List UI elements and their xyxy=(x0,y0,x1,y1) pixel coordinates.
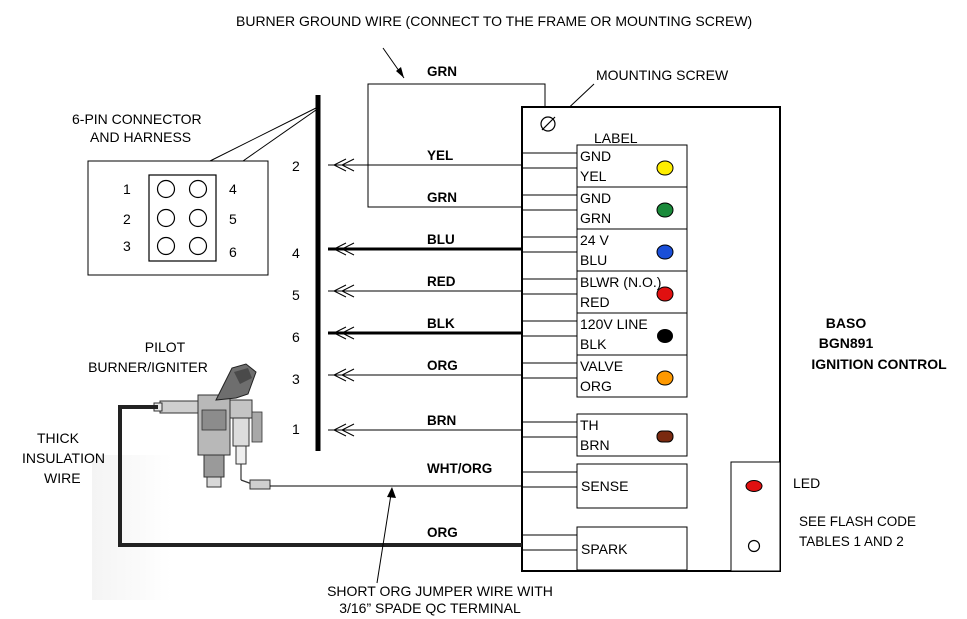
connector-callout: 1 2 3 4 5 6 xyxy=(87,107,317,276)
terminal-label-line1: 120V LINE xyxy=(580,316,648,332)
insulation-label-line3: WIRE xyxy=(44,470,81,486)
jumper-pointer xyxy=(376,487,396,584)
harness-chevrons xyxy=(332,158,355,437)
pin-hole xyxy=(156,179,176,199)
pin-hole xyxy=(188,236,208,256)
harness-chevron xyxy=(332,326,347,340)
pilot-label-line2: BURNER/IGNITER xyxy=(88,359,208,375)
terminal-label-line2: BRN xyxy=(580,437,610,453)
pin-number: 4 xyxy=(229,181,237,197)
wire-grn-ground xyxy=(367,83,546,208)
wire-group xyxy=(328,83,546,431)
terminal-label-line2: YEL xyxy=(580,168,607,184)
wire-label-brn: BRN xyxy=(427,413,456,428)
mounting-screw-label: MOUNTING SCREW xyxy=(596,67,729,83)
flash-code-note-line2: TABLES 1 AND 2 xyxy=(799,534,904,549)
terminal-label-line1: VALVE xyxy=(580,358,623,374)
harness-chevron xyxy=(332,158,347,172)
harness-pin-number: 4 xyxy=(292,245,300,261)
label-header: LABEL xyxy=(594,130,638,146)
mounting-screw-icon xyxy=(540,116,556,132)
jumper-note-line1: SHORT ORG JUMPER WIRE WITH xyxy=(327,583,553,599)
thick-insulation-wire xyxy=(118,405,522,547)
harness-chevron xyxy=(340,284,355,298)
insulation-label-line2: INSULATION xyxy=(22,450,105,466)
led-off-icon xyxy=(747,539,761,553)
terminal-label-line1: GND xyxy=(580,190,611,206)
led-label: LED xyxy=(793,475,820,491)
harness-chevron xyxy=(340,423,355,437)
harness-pin-number: 5 xyxy=(292,287,300,303)
terminal-label-line2: BLU xyxy=(580,252,607,268)
connector-title-line1: 6-PIN CONNECTOR xyxy=(72,111,202,127)
spark-label: SPARK xyxy=(581,541,628,557)
control-name-line1: BASO xyxy=(826,315,867,331)
terminal-color-dot xyxy=(656,202,674,218)
control-name-line2: BGN891 xyxy=(819,335,874,351)
harness-chevron xyxy=(340,158,355,172)
terminal-label-line2: GRN xyxy=(580,210,611,226)
pilot-label-line1: PILOT xyxy=(145,339,186,355)
harness-chevron xyxy=(332,368,347,382)
pin-hole xyxy=(188,179,208,199)
insulation-label-line1: THICK xyxy=(37,430,80,446)
terminal-label-line1: 24 V xyxy=(580,232,609,248)
pin-number: 3 xyxy=(123,238,131,254)
terminal-label-line1: BLWR (N.O.) xyxy=(580,274,661,290)
wire-label-blu: BLU xyxy=(427,232,455,247)
pilot-burner-igniter-icon xyxy=(153,363,271,490)
harness-chevron xyxy=(332,284,347,298)
pin-hole xyxy=(156,208,176,228)
harness-pin-number: 1 xyxy=(292,421,300,437)
led-panel xyxy=(730,461,781,572)
control-name-line3: IGNITION CONTROL xyxy=(811,356,947,372)
terminal-color-dot xyxy=(656,244,674,260)
pin-hole xyxy=(156,236,176,256)
jumper-note-line2: 3/16” SPADE QC TERMINAL xyxy=(339,600,521,616)
terminal-color-dot xyxy=(656,160,674,176)
terminal-color-dot xyxy=(656,370,674,386)
harness-pin-number: 3 xyxy=(292,371,300,387)
pin-number: 6 xyxy=(229,244,237,260)
terminal-color-dot xyxy=(656,430,674,443)
terminal-color-dot xyxy=(656,286,674,302)
harness-chevron xyxy=(332,242,347,256)
wire-label-red: RED xyxy=(427,274,456,289)
wire-label-wht-org: WHT/ORG xyxy=(427,461,492,476)
burner-ground-note: BURNER GROUND WIRE (CONNECT TO THE FRAME… xyxy=(236,13,752,29)
pilot-shadow-area xyxy=(92,455,172,600)
harness-chevron xyxy=(340,242,355,256)
terminal-label-line1: GND xyxy=(580,148,611,164)
pin-number: 2 xyxy=(123,211,131,227)
harness-chevron xyxy=(340,326,355,340)
pin-number: 1 xyxy=(123,181,131,197)
led-icon xyxy=(745,480,763,492)
harness-pin-number: 6 xyxy=(292,329,300,345)
wire-label-grn-top: GRN xyxy=(427,64,457,79)
wire-label-blk: BLK xyxy=(427,316,455,331)
wire-label-org: ORG xyxy=(427,358,458,373)
terminal-color-dot xyxy=(657,329,673,343)
flash-code-note-line1: SEE FLASH CODE xyxy=(799,514,916,529)
terminal-label-line1: TH xyxy=(580,417,599,433)
sense-label: SENSE xyxy=(581,478,628,494)
wire-label-org-spark: ORG xyxy=(427,525,458,540)
terminal-label-line2: BLK xyxy=(580,336,607,352)
harness-chevron xyxy=(340,368,355,382)
burner-ground-pointer xyxy=(382,47,405,79)
terminal-strip: GND YEL GND GRN 24 V BLU BLWR (N.O.) RED 120V LI… xyxy=(522,144,688,551)
harness-pin-number: 2 xyxy=(292,158,300,174)
terminal-label-line2: ORG xyxy=(580,378,612,394)
pin-number: 5 xyxy=(229,211,237,227)
pin-hole xyxy=(188,208,208,228)
wire-label-grn: GRN xyxy=(427,190,457,205)
sense-terminal-box xyxy=(576,463,688,509)
connector-title-line2: AND HARNESS xyxy=(90,129,191,145)
wire-label-yel: YEL xyxy=(427,148,453,163)
terminal-label-line2: RED xyxy=(580,294,610,310)
spark-terminal-box xyxy=(576,526,688,571)
harness-chevron xyxy=(332,423,347,437)
